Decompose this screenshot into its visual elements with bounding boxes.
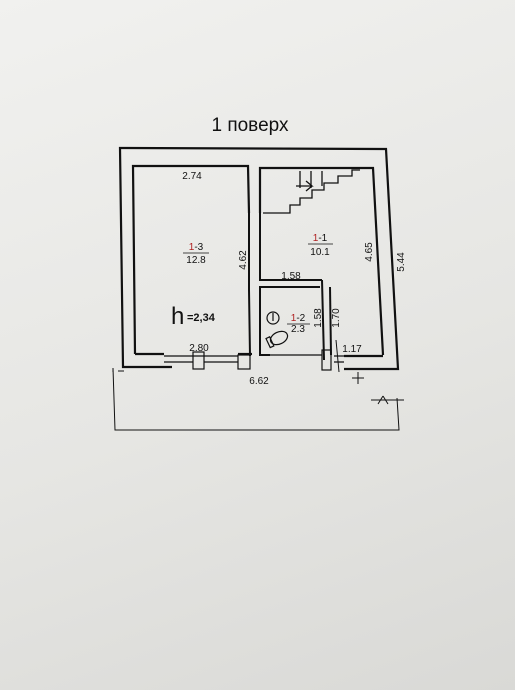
ceiling-height-value: =2,34	[187, 312, 216, 324]
room-number-1-3: 1-3	[189, 242, 204, 253]
staircase	[263, 169, 360, 214]
dim-total-width: 6.62	[249, 376, 269, 387]
dim-total-depth: 5.44	[396, 252, 407, 272]
dim-room3-depth: 4.62	[238, 250, 249, 270]
ceiling-height-symbol: h	[171, 303, 184, 330]
interior-walls	[248, 213, 332, 361]
sanitary-fixtures	[265, 311, 289, 349]
outer-walls	[118, 146, 400, 371]
room-area-1-1: 10.1	[310, 247, 330, 258]
openings	[164, 349, 344, 371]
room-number-1-1: 1-1	[313, 233, 328, 244]
dimension-lines	[112, 339, 404, 431]
toilet-icon	[265, 330, 289, 349]
dim-room1-depth: 4.65	[364, 242, 375, 262]
floor-title: 1 поверх	[211, 115, 289, 136]
room-area-1-2: 2.3	[291, 324, 305, 335]
dim-room2-depth-b: 1.70	[331, 308, 342, 328]
room-number-1-2: 1-2	[291, 313, 306, 324]
dim-front: 2.80	[189, 343, 209, 354]
dim-room2-width: 1.58	[281, 271, 301, 282]
dim-room3-width: 2.74	[182, 171, 202, 182]
dim-room2-depth-a: 1.58	[313, 308, 324, 328]
room-area-1-3: 12.8	[186, 255, 206, 266]
dim-doorway: 1.17	[342, 344, 362, 355]
sink-icon	[266, 311, 280, 325]
